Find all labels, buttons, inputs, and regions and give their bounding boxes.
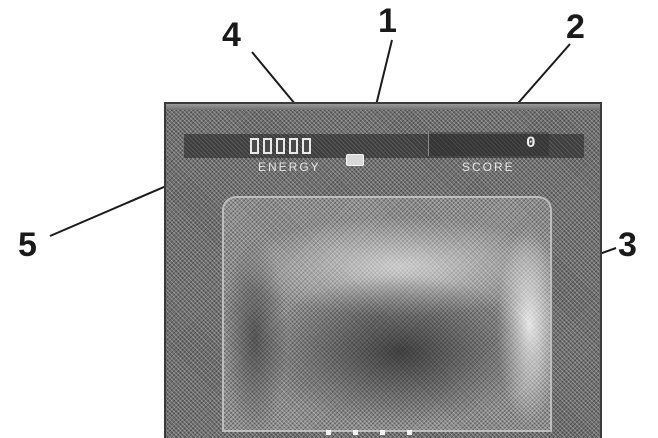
callout-1: 1 <box>378 2 397 40</box>
callout-5: 5 <box>18 226 37 264</box>
energy-slot <box>276 138 285 154</box>
energy-meter <box>250 138 311 156</box>
callout-4: 4 <box>222 16 241 54</box>
page-dot <box>326 430 331 435</box>
page-dot <box>353 430 358 435</box>
energy-label: ENERGY <box>258 160 321 174</box>
center-indicator-icon <box>346 154 364 166</box>
score-value: 0 <box>526 134 536 152</box>
score-label: SCORE <box>462 160 515 174</box>
energy-slot <box>289 138 298 154</box>
energy-slot <box>250 138 259 154</box>
page-indicator <box>326 430 412 435</box>
callout-3: 3 <box>618 226 637 264</box>
page-dot <box>380 430 385 435</box>
energy-slot <box>263 138 272 154</box>
callout-2: 2 <box>566 8 585 46</box>
game-viewport <box>222 196 552 432</box>
page-dot <box>407 430 412 435</box>
screen-top-bevel <box>166 104 600 110</box>
score-display <box>428 132 549 156</box>
game-screen: 0 ENERGY SCORE <box>164 102 602 438</box>
energy-slot <box>302 138 311 154</box>
